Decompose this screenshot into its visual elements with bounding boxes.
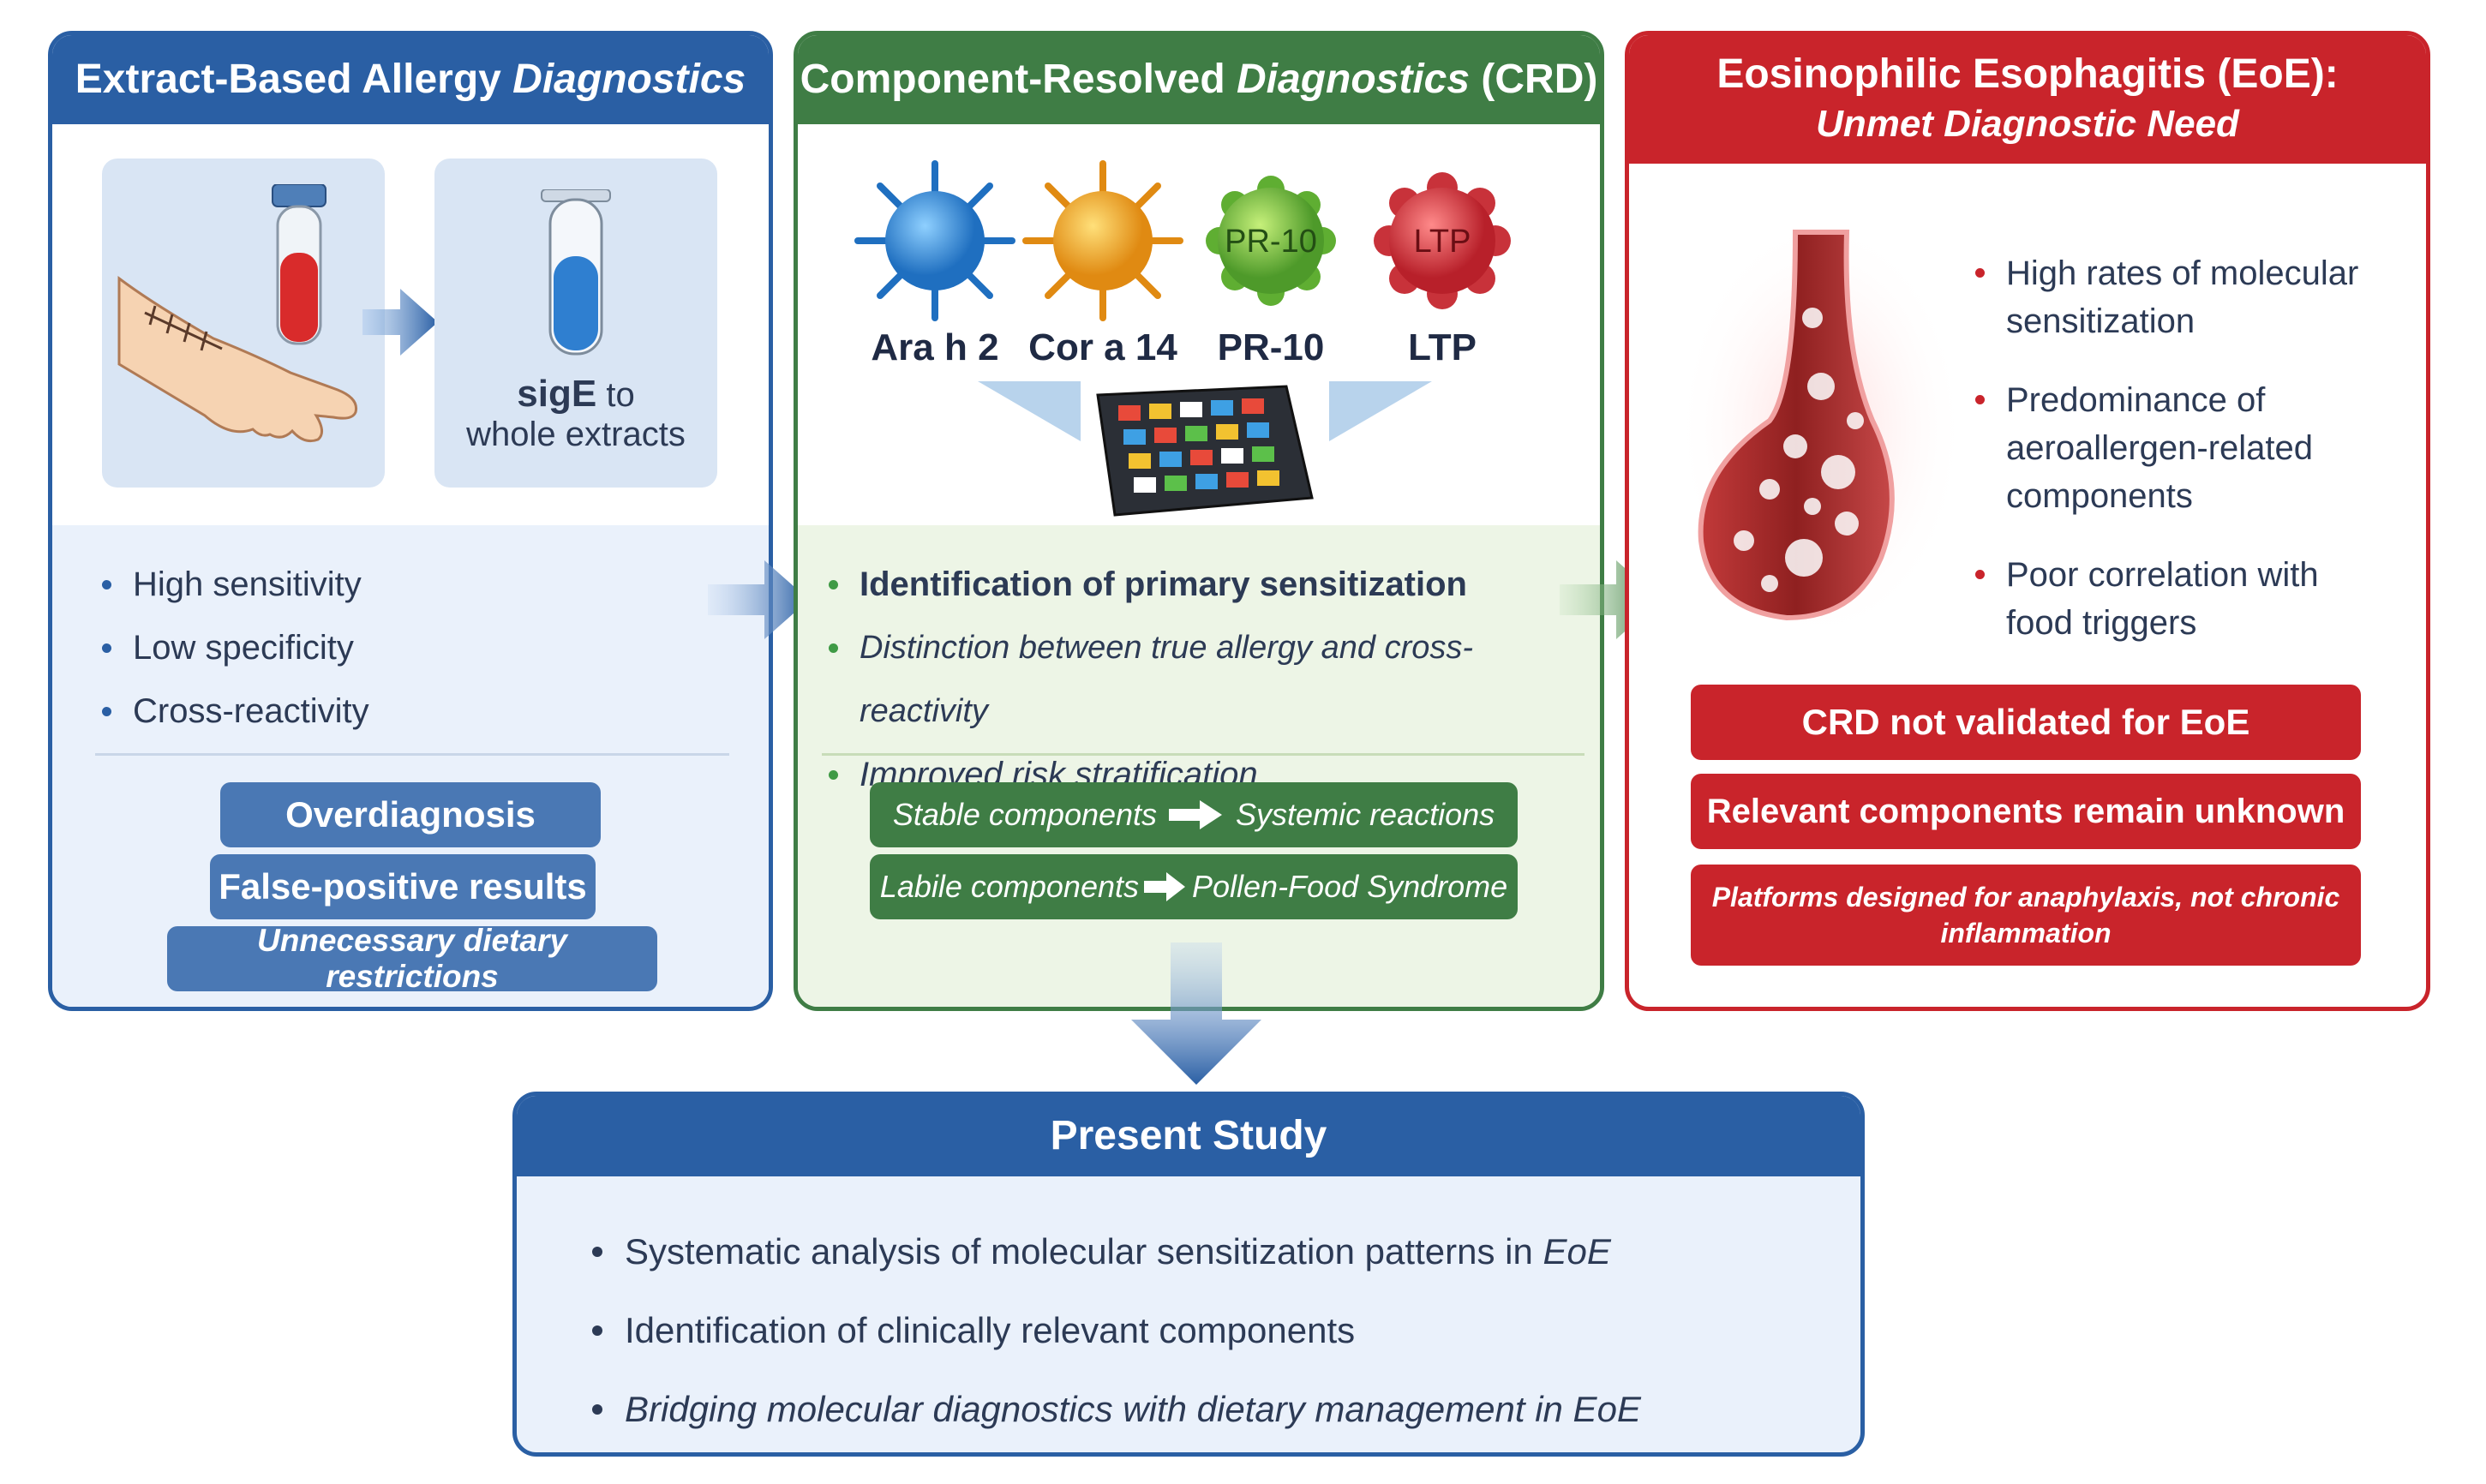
crd-divider — [822, 753, 1584, 756]
tile-arrow-icon — [362, 289, 438, 356]
crd-lower-area — [798, 525, 1600, 1007]
study-bullet-2: Identification of clinically relevant co… — [585, 1291, 1785, 1370]
ltp-label: LTP — [1408, 326, 1477, 368]
crd-panel: Component-Resolved Diagnostics (CRD) — [794, 31, 1604, 1011]
eoe-bullet-3: Poor correlation with food triggers — [1968, 551, 2414, 647]
panel-arrow-1-icon — [708, 560, 809, 639]
esophagus-icon — [1675, 215, 1967, 643]
study-panel: Present Study Systematic analysis of mol… — [512, 1092, 1865, 1457]
eoe-bullet-2: Predominance of aeroallergen-related com… — [1968, 376, 2414, 520]
ltp-virus-icon — [1374, 172, 1511, 309]
study-bullets: Systematic analysis of molecular sensiti… — [585, 1212, 1785, 1449]
extract-title-italic: Diagnostics — [512, 57, 746, 102]
arrow-right-icon — [1169, 800, 1223, 829]
pr-10-virus-icon — [1206, 176, 1336, 306]
bullet-item: Distinction between true allergy and cro… — [822, 616, 1600, 743]
sige-tile: sigE to whole extracts — [434, 159, 717, 488]
bullet-item: Low specificity — [95, 616, 369, 679]
pr-10-label: PR-10 — [1217, 326, 1325, 368]
allergen-molecules — [854, 160, 1511, 321]
dietary-restrictions-pill: Unnecessary dietary restrictions — [167, 923, 657, 994]
eoe-panel: Eosinophilic Esophagitis (EoE): Unmet Di… — [1625, 31, 2430, 1011]
platforms-pill: Platforms designed for anaphylaxis, not … — [1691, 865, 2361, 966]
test-tube-icon — [541, 189, 611, 356]
extract-divider — [95, 753, 729, 756]
arrow-right-icon — [1144, 872, 1185, 901]
extract-panel: Extract-Based Allergy Diagnostics — [48, 31, 773, 1011]
cor-a-14-virus-icon — [1022, 160, 1183, 321]
ltp-badge: LTP — [1413, 224, 1471, 260]
ara-h-2-virus-icon — [854, 160, 1015, 321]
study-title: Present Study — [1050, 1113, 1327, 1158]
microarray-chip-icon — [1096, 385, 1314, 517]
extract-bullets: High sensitivity Low specificity Cross-r… — [95, 553, 369, 743]
components-unknown-pill: Relevant components remain unknown — [1691, 774, 2361, 849]
cor-a-14-label: Cor a 14 — [1028, 326, 1177, 368]
eoe-subtitle: Unmet Diagnostic Need — [1816, 103, 2239, 145]
extract-title-main: Extract-Based Allergy — [75, 57, 513, 102]
eoe-bullets: High rates of molecular sensitization Pr… — [1968, 249, 2414, 647]
down-arrow-icon — [1131, 942, 1261, 1085]
crd-not-validated-pill: CRD not validated for EoE — [1691, 685, 2361, 760]
crd-bullets: Identification of primary sensitization … — [822, 553, 1600, 806]
funnel-icon — [978, 381, 1432, 441]
blood-tube-icon — [272, 184, 326, 345]
false-positive-pill: False-positive results — [210, 854, 596, 919]
crd-panel-header: Component-Resolved Diagnostics (CRD) — [798, 35, 1600, 124]
eoe-title: Eosinophilic Esophagitis (EoE): — [1716, 51, 2339, 97]
study-bullet-1: Systematic analysis of molecular sensiti… — [585, 1212, 1785, 1291]
sige-label: sigE to whole extracts — [466, 373, 686, 453]
crd-title-italic: Diagnostics — [1237, 57, 1471, 102]
crd-title-main: Component-Resolved — [800, 57, 1237, 102]
stable-components-pill: Stable components Systemic reactions — [870, 782, 1518, 847]
bullet-item: High sensitivity — [95, 553, 369, 616]
eoe-bullet-1: High rates of molecular sensitization — [1968, 249, 2414, 345]
study-bullet-3: Bridging molecular diagnostics with diet… — [585, 1370, 1785, 1449]
ara-h-2-label: Ara h 2 — [871, 326, 999, 368]
labile-components-pill: Labile components Pollen-Food Syndrome — [870, 854, 1518, 919]
crd-title-tail: (CRD) — [1470, 57, 1598, 102]
overdiagnosis-pill: Overdiagnosis — [220, 782, 601, 847]
bullet-item: Identification of primary sensitization — [822, 553, 1600, 616]
eoe-panel-header: Eosinophilic Esophagitis (EoE): Unmet Di… — [1629, 35, 2426, 164]
pr-10-badge: PR-10 — [1225, 224, 1317, 260]
study-panel-header: Present Study — [517, 1096, 1860, 1176]
arm-icon — [117, 276, 358, 443]
bullet-item: Cross-reactivity — [95, 679, 369, 743]
skin-test-tile — [102, 159, 385, 488]
extract-panel-header: Extract-Based Allergy Diagnostics — [52, 35, 769, 124]
